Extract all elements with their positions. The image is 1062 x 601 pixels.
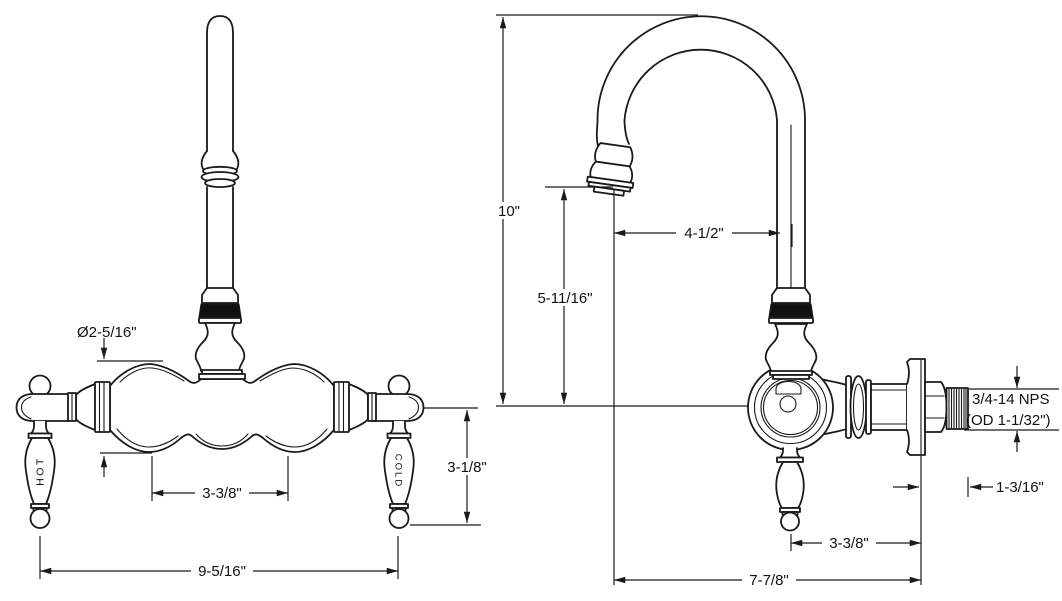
dim-overall-depth-label: 7-7/8" bbox=[749, 572, 789, 589]
dim-overall-width: 9-5/16" bbox=[39, 536, 399, 580]
thread-spec-label: 3/4-14 NPS bbox=[972, 391, 1050, 408]
side-view: 10" 5-11/16" 4-1/2" 3/4-14 NPS (OD 1-1/3… bbox=[492, 14, 1059, 589]
front-spout-pipe bbox=[198, 15, 242, 324]
side-spout-base bbox=[764, 323, 818, 380]
front-left-valve bbox=[15, 374, 111, 433]
dim-body-diameter-label: Ø2-5/16" bbox=[77, 324, 137, 341]
front-valve-body bbox=[109, 363, 335, 453]
spout-band bbox=[198, 303, 242, 318]
dim-thread-spec: 3/4-14 NPS (OD 1-1/32") bbox=[964, 366, 1059, 452]
dim-overall-height: 10" bbox=[492, 14, 698, 404]
front-spout-base bbox=[194, 322, 246, 380]
dim-handle-drop: 3-1/8" bbox=[410, 407, 493, 526]
wall-flange bbox=[906, 358, 926, 456]
threaded-nipple bbox=[945, 387, 969, 430]
hot-handle-label: HOT bbox=[35, 456, 47, 486]
spout-outlet bbox=[586, 142, 635, 197]
right-union bbox=[333, 381, 350, 433]
dim-thread-length: 1-3/16" bbox=[893, 477, 1044, 497]
dim-handle-drop-label: 3-1/8" bbox=[447, 459, 487, 476]
hex-nut bbox=[924, 381, 948, 433]
side-wall-connector bbox=[814, 358, 969, 456]
dim-thread-length-label: 1-3/16" bbox=[996, 479, 1044, 496]
dim-center-spacing-front-label: 3-3/8" bbox=[202, 485, 242, 502]
dim-handle-to-wall-label: 3-3/8" bbox=[829, 535, 869, 552]
side-spout-band bbox=[768, 303, 814, 318]
dim-outlet-height: 5-11/16" bbox=[534, 186, 613, 404]
front-view: HOT COLD Ø2-5/16" 3-3/8" bbox=[15, 15, 493, 580]
thread-od-label: (OD 1-1/32") bbox=[966, 412, 1051, 429]
dim-overall-depth: 7-7/8" bbox=[614, 571, 921, 589]
side-spout bbox=[586, 15, 814, 324]
dim-handle-to-wall: 3-3/8" bbox=[790, 534, 921, 552]
hot-handle: HOT bbox=[24, 420, 56, 529]
dim-spout-reach-label: 4-1/2" bbox=[684, 225, 724, 242]
front-right-valve bbox=[333, 374, 425, 433]
side-handle bbox=[775, 447, 805, 532]
left-union bbox=[94, 381, 111, 433]
dim-center-spacing-front: 3-3/8" bbox=[151, 456, 289, 502]
dim-body-diameter: Ø2-5/16" bbox=[77, 324, 163, 477]
dim-overall-height-label: 10" bbox=[498, 203, 520, 220]
cold-handle: COLD bbox=[383, 420, 415, 529]
cold-handle-label: COLD bbox=[393, 454, 404, 488]
dim-overall-width-label: 9-5/16" bbox=[198, 563, 246, 580]
dim-outlet-height-label: 5-11/16" bbox=[537, 290, 592, 307]
dim-spout-reach: 4-1/2" bbox=[614, 224, 793, 247]
